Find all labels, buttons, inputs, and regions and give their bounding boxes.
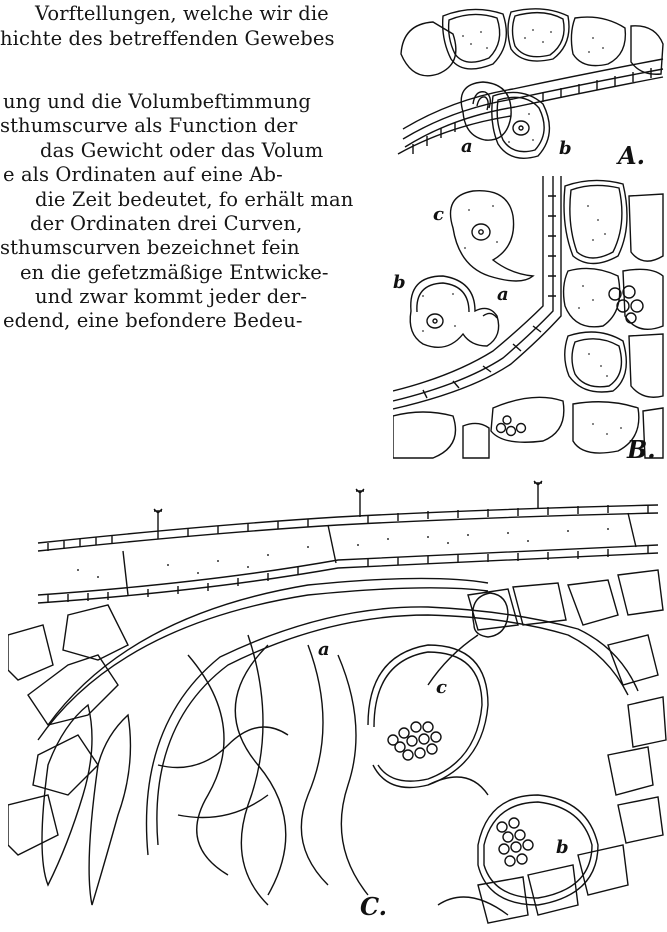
figure-c-label: C. (360, 892, 387, 921)
figure-b-letter-a: a (497, 284, 509, 305)
text-line: edend, eine befondere Bedeu- (3, 309, 303, 333)
text-line: ung und die Volumbeftimmung (3, 90, 311, 114)
text-line: hichte des betreffenden Gewebes (0, 27, 335, 51)
text-line: Vorftellungen, welche wir die (35, 2, 329, 26)
text-line: e als Ordinaten auf eine Ab- (3, 163, 283, 187)
figure-c-letter-b: b (556, 837, 569, 858)
figure-c: a c b C. (8, 465, 667, 930)
text-line: sthumscurven bezeichnet fein (0, 236, 300, 260)
figure-c-letter-c: c (436, 677, 447, 698)
text-line: das Gewicht oder das Volum (40, 139, 323, 163)
figure-a: a b A. (393, 4, 665, 174)
text-line: die Zeit bedeutet, fo erhält man (35, 188, 353, 212)
figure-a-letter-b: b (559, 138, 572, 159)
figure-b-letter-b: b (393, 272, 406, 293)
figure-c-letter-a: a (318, 639, 330, 660)
text-line: sthumscurve als Function der (0, 114, 297, 138)
figure-a-letter-a: a (461, 136, 473, 157)
text-line: und zwar kommt jeder der- (35, 285, 307, 309)
figure-a-label: A. (616, 141, 645, 170)
figure-c-drawing: a c b C. (8, 465, 667, 930)
text-line: en die gefetzmäßige Entwicke- (20, 261, 329, 285)
figure-b-letter-c: c (433, 204, 444, 225)
figure-b-label: B. (626, 435, 656, 462)
text-line: der Ordinaten drei Curven, (30, 212, 302, 236)
figure-b: c b a B. (393, 176, 665, 462)
figure-b-drawing: c b a B. (393, 176, 665, 462)
figure-a-drawing: a b A. (393, 4, 665, 174)
